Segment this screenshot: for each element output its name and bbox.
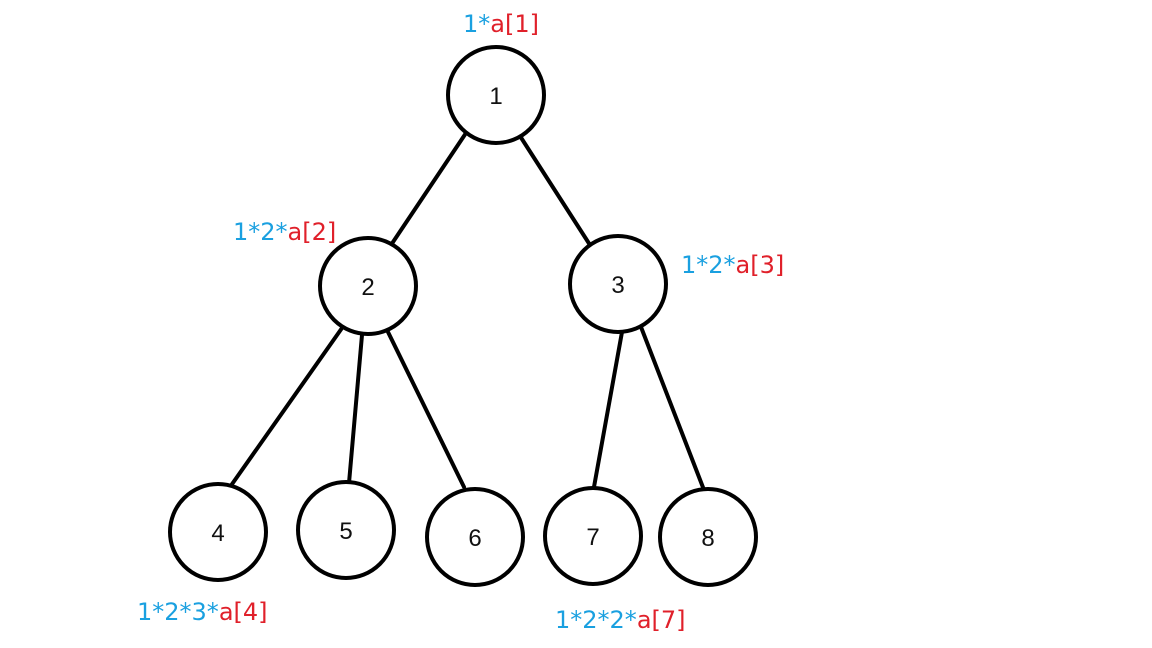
tree-node-4: 4 (168, 482, 268, 582)
node-circle (168, 482, 268, 582)
tree-node-1: 1 (446, 45, 546, 145)
tree-node-6: 6 (425, 487, 525, 587)
edge-1-2 (389, 128, 470, 247)
tree-node-3: 3 (568, 234, 668, 334)
edge-1-3 (518, 134, 592, 247)
node-circle (425, 487, 525, 587)
annotation-node-4: 1*2*3*a[4] (137, 598, 268, 626)
node-circle (318, 236, 418, 336)
node-circle (296, 480, 396, 580)
annotation-node-2: 1*2*a[2] (233, 218, 336, 246)
edge-2-6 (386, 330, 466, 489)
annotation-node-7: 1*2*2*a[7] (555, 606, 686, 634)
tree-node-5: 5 (296, 480, 396, 580)
node-label: 1 (489, 83, 502, 110)
node-label: 3 (611, 272, 624, 299)
node-label: 5 (339, 518, 352, 545)
annotation-node-1: 1*a[1] (463, 10, 539, 38)
annotation-node-3: 1*2*a[3] (681, 251, 784, 279)
node-label: 4 (211, 520, 224, 547)
nodes: 1 2 3 4 5 6 7 8 (168, 45, 758, 587)
node-circle (658, 487, 758, 587)
node-circle (446, 45, 546, 145)
node-label: 2 (361, 274, 374, 301)
node-circle (568, 234, 668, 334)
edge-2-5 (347, 333, 364, 485)
node-label: 7 (586, 524, 599, 551)
node-label: 8 (701, 525, 714, 552)
tree-node-7: 7 (543, 486, 643, 586)
tree-node-8: 8 (658, 487, 758, 587)
edges (228, 128, 706, 492)
node-label: 6 (468, 525, 481, 552)
edge-3-7 (592, 330, 624, 489)
tree-node-2: 2 (318, 236, 418, 336)
node-circle (543, 486, 643, 586)
edge-3-8 (639, 325, 706, 492)
edge-2-4 (228, 326, 344, 489)
